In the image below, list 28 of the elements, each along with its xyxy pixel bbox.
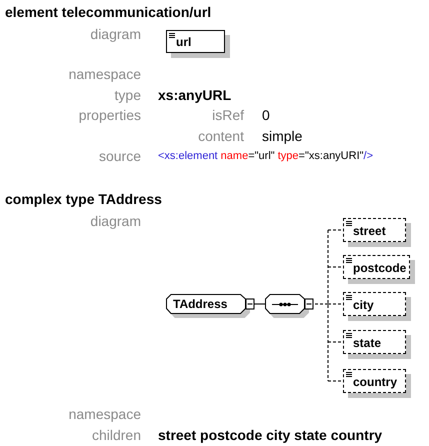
element-name: url	[176, 35, 192, 49]
field-value: street postcode city state country	[158, 427, 382, 443]
connector-line	[304, 230, 344, 382]
connector-line	[246, 298, 266, 310]
field-label: diagram	[90, 26, 141, 42]
field-label: namespace	[68, 406, 141, 422]
property-value: simple	[262, 128, 302, 144]
element-name: state	[353, 336, 382, 350]
field-value: xs:anyURL	[158, 87, 232, 103]
element-name: country	[353, 374, 398, 388]
field-label: namespace	[68, 66, 141, 82]
code-snippet: <xs:element name="url" type="xs:anyURI"/>	[158, 150, 374, 162]
element-name: city	[353, 298, 374, 312]
section-heading: element telecommunication/url	[5, 4, 212, 20]
property-label: content	[198, 128, 244, 144]
type-name: TAddress	[173, 296, 228, 310]
field-label: children	[92, 427, 141, 443]
section-heading: complex type TAddress	[5, 191, 162, 207]
property-label: isRef	[212, 107, 244, 123]
field-label: properties	[78, 107, 141, 123]
type-octagon	[166, 294, 246, 314]
sequence-octagon	[265, 294, 305, 314]
field-label: type	[114, 87, 141, 103]
property-value: 0	[262, 107, 270, 123]
element-name: postcode	[353, 260, 406, 274]
field-label: diagram	[90, 213, 141, 229]
element-name: street	[353, 224, 386, 238]
field-label: source	[98, 148, 141, 164]
